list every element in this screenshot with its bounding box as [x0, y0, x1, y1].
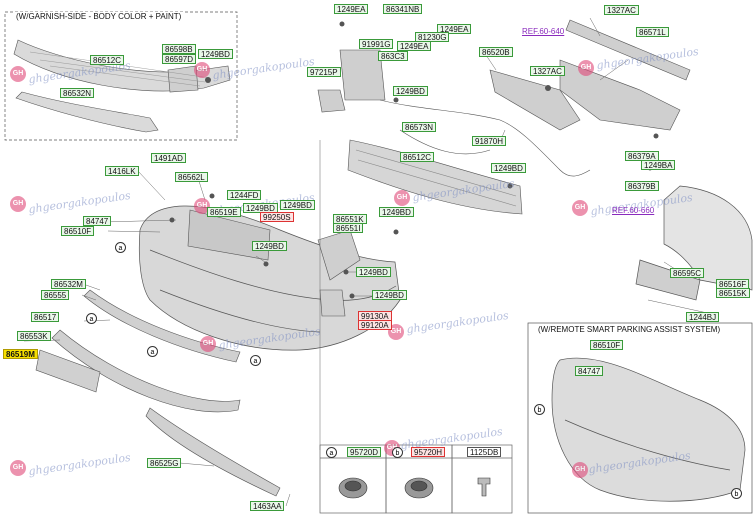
watermark-logo: GH	[194, 62, 210, 78]
part-label-1249BD[interactable]: 1249BD	[491, 163, 526, 173]
part-label-86520B[interactable]: 86520B	[479, 47, 513, 57]
part-label-86517[interactable]: 86517	[31, 312, 60, 322]
part-label-86597D[interactable]: 86597D	[162, 54, 197, 64]
part-label-97215P[interactable]: 97215P	[307, 67, 341, 77]
legend-part-95720H[interactable]: 95720H	[411, 447, 446, 457]
part-label-1249BD[interactable]: 1249BD	[379, 207, 414, 217]
watermark-logo: GH	[572, 200, 588, 216]
marker-a: a	[147, 346, 158, 357]
marker-a: a	[86, 313, 97, 324]
part-label-1244FD[interactable]: 1244FD	[227, 190, 262, 200]
part-label-86532N[interactable]: 86532N	[60, 88, 95, 98]
marker-a: a	[115, 242, 126, 253]
watermark-logo: GH	[10, 460, 26, 476]
part-label-86510F[interactable]: 86510F	[590, 340, 624, 350]
part-label-1416LK[interactable]: 1416LK	[105, 166, 139, 176]
part-label-86562L[interactable]: 86562L	[175, 172, 208, 182]
ref-link-60-640[interactable]: REF.60-640	[522, 27, 565, 36]
part-label-86573N[interactable]: 86573N	[402, 122, 437, 132]
legend-part-95720D[interactable]: 95720D	[347, 447, 382, 457]
part-label-86519M[interactable]: 86519M	[3, 349, 38, 359]
part-label-1249BD[interactable]: 1249BD	[356, 267, 391, 277]
part-label-91870H[interactable]: 91870H	[472, 136, 507, 146]
part-label-99120A[interactable]: 99120A	[358, 320, 392, 330]
part-label-86598B[interactable]: 86598B	[162, 44, 196, 54]
part-label-1249BA[interactable]: 1249BA	[641, 160, 676, 170]
part-label-86515K[interactable]: 86515K	[716, 288, 750, 298]
part-label-86553K[interactable]: 86553K	[17, 331, 51, 341]
part-label-99250S[interactable]: 99250S	[260, 212, 294, 222]
marker-b: b	[731, 488, 742, 499]
part-label-1249BD[interactable]: 1249BD	[252, 241, 287, 251]
part-label-1249BD[interactable]: 1249BD	[280, 200, 315, 210]
rspa-box-title: (W/REMOTE SMART PARKING ASSIST SYSTEM)	[536, 325, 723, 334]
part-label-84747[interactable]: 84747	[575, 366, 604, 376]
part-label-86551I[interactable]: 86551I	[333, 223, 364, 233]
legend-part-1125DB[interactable]: 1125DB	[467, 447, 502, 457]
part-label-86379B[interactable]: 86379B	[625, 181, 659, 191]
garnish-box-title: (W/GARNISH-SIDE - BODY COLOR + PAINT)	[14, 12, 184, 21]
ref-link-60-660[interactable]: REF.60-660	[612, 206, 655, 215]
watermark-logo: GH	[578, 60, 594, 76]
watermark-logo: GH	[394, 190, 410, 206]
part-label-1244BJ[interactable]: 1244BJ	[686, 312, 720, 322]
marker-a: a	[250, 355, 261, 366]
part-label-86532M[interactable]: 86532M	[51, 279, 86, 289]
watermark-logo: GH	[388, 324, 404, 340]
part-label-86519E[interactable]: 86519E	[207, 207, 241, 217]
part-label-86512C[interactable]: 86512C	[400, 152, 435, 162]
part-label-1249EA[interactable]: 1249EA	[334, 4, 369, 14]
part-label-86510F[interactable]: 86510F	[61, 226, 95, 236]
watermark-logo: GH	[572, 462, 588, 478]
part-label-86341NB[interactable]: 86341NB	[383, 4, 423, 14]
watermark-logo: GH	[200, 336, 216, 352]
part-label-1249EA[interactable]: 1249EA	[437, 24, 472, 34]
part-label-86555[interactable]: 86555	[41, 290, 70, 300]
marker-b: b	[534, 404, 545, 415]
part-label-86512C[interactable]: 86512C	[90, 55, 125, 65]
part-label-86525G[interactable]: 86525G	[147, 458, 182, 468]
part-label-91991G[interactable]: 91991G	[359, 39, 394, 49]
part-label-1249EA[interactable]: 1249EA	[397, 41, 432, 51]
part-label-1249BD[interactable]: 1249BD	[198, 49, 233, 59]
part-label-1249BD[interactable]: 1249BD	[393, 86, 428, 96]
part-label-86571L[interactable]: 86571L	[636, 27, 669, 37]
legend-marker-a: a	[326, 447, 337, 458]
part-label-81230G[interactable]: 81230G	[415, 32, 450, 42]
part-label-1327AC[interactable]: 1327AC	[604, 5, 639, 15]
part-label-1249BD[interactable]: 1249BD	[372, 290, 407, 300]
part-label-84747[interactable]: 84747	[83, 216, 112, 226]
watermark-logo: GH	[10, 196, 26, 212]
part-label-863C3[interactable]: 863C3	[378, 51, 408, 61]
part-label-1463AA[interactable]: 1463AA	[250, 501, 285, 511]
watermark-logo: GH	[10, 66, 26, 82]
part-label-1491AD[interactable]: 1491AD	[151, 153, 186, 163]
part-label-86595C[interactable]: 86595C	[670, 268, 705, 278]
legend-marker-b: b	[392, 447, 403, 458]
part-label-1327AC[interactable]: 1327AC	[530, 66, 565, 76]
watermark-logo: GH	[194, 198, 210, 214]
